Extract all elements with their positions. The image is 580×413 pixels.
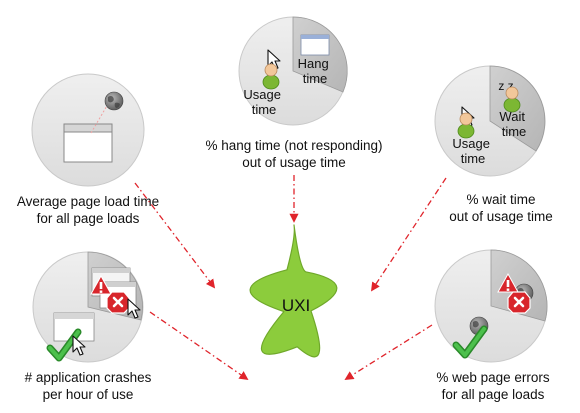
page-load-illustration [31, 73, 145, 187]
connector-web-errors [344, 324, 433, 380]
connector-wait-time [370, 177, 447, 292]
caption-crashes: # application crashes per hour of use [24, 370, 152, 402]
caption-web-errors: % web page errors for all page loads [436, 370, 550, 402]
wait-usage-label: Usage time [452, 136, 493, 166]
error-x-icon [105, 290, 131, 315]
center-label: UXI [282, 296, 310, 315]
error-x-icon [506, 290, 532, 315]
wait-time-label: Wait time [499, 109, 528, 139]
user-icon [262, 63, 280, 90]
caption-wait-time: % wait time out of usage time [449, 192, 553, 224]
connector-page-load [134, 182, 216, 289]
caption-hang-time: % hang time (not responding) out of usag… [205, 138, 383, 170]
web-errors-illustration [434, 249, 548, 363]
browser-window-icon [63, 123, 113, 163]
caption-page-load: Average page load time for all page load… [16, 194, 160, 226]
user-icon [457, 112, 475, 139]
crashes-illustration [32, 251, 144, 363]
hang-usage-label: Usage time [243, 87, 284, 117]
frozen-window-icon [300, 34, 330, 56]
hang-time-illustration: Usage time Hang time [238, 16, 348, 126]
load-progress-line [90, 103, 109, 134]
globe-icon [104, 91, 124, 111]
connectors [134, 175, 447, 381]
uxi-star: UXI [249, 224, 338, 358]
star-shape [249, 224, 338, 358]
connector-crashes [149, 311, 249, 381]
hang-time-label: Hang time [298, 56, 333, 86]
wait-time-illustration: z z Wait time Usage time [434, 65, 546, 177]
